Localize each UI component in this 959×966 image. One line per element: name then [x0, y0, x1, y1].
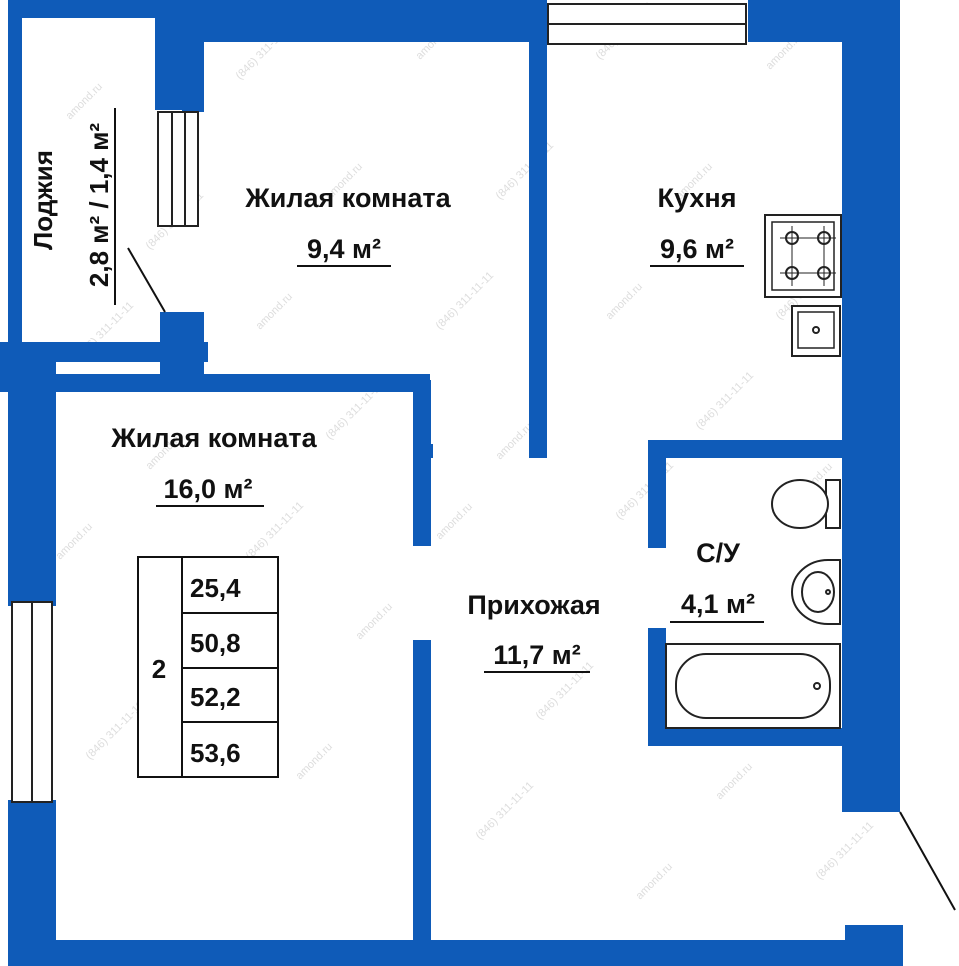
watermark-text: amond.ru [294, 741, 335, 782]
watermark-text: (846) 311-11-11 [84, 700, 147, 763]
watermark-text: (846) 311-11-11 [614, 460, 677, 523]
loggia-area-group: 2,8 м² / 1,4 м² [84, 123, 114, 288]
room-name: Кухня [658, 183, 737, 213]
room-name: Лоджия [28, 150, 58, 250]
watermark-text: amond.ru [634, 861, 675, 902]
wall-bottom [8, 940, 903, 966]
bathtub-icon [665, 643, 841, 729]
area-value: 53,6 [190, 738, 241, 768]
walls [0, 0, 903, 966]
area-total-value: 25,4 [190, 573, 241, 603]
watermark-text: amond.ru [54, 521, 95, 562]
wall-living-hall-upper [413, 380, 431, 546]
area-value: 50,8 [190, 628, 241, 658]
window-icon [11, 601, 53, 803]
wall-right [842, 0, 900, 812]
wall-bathroom-left-upper [648, 440, 666, 548]
wall-bedroom-kitchen [529, 18, 547, 458]
wall-living-hall-lower [413, 640, 431, 966]
watermark-text: amond.ru [604, 281, 645, 322]
rooms-count: 2 [152, 654, 166, 684]
wall-living-top [0, 374, 430, 392]
room-area: 9,6 м² [660, 234, 734, 264]
watermark-text: amond.ru [434, 501, 475, 542]
watermark-text: (846) 311-11-11 [434, 270, 497, 333]
room-area: 4,1 м² [681, 589, 755, 619]
room-name: Прихожая [467, 590, 600, 620]
stove-icon [764, 214, 842, 298]
radiator-icon [157, 111, 199, 227]
wall-bottom-right [845, 925, 903, 966]
watermark-text: (846) 311-11-11 [244, 500, 307, 563]
watermark-text: amond.ru [254, 291, 295, 332]
wall-top-kitchen [748, 0, 858, 42]
kitchen-sink-icon [791, 305, 841, 357]
room-name: Жилая комната [244, 183, 451, 213]
wall-stub [425, 444, 433, 458]
wall-loggia-left [8, 0, 22, 360]
area-value: 52,2 [190, 682, 241, 712]
wall-bedroom-left [182, 42, 204, 112]
watermark-text: (846) 311-11-11 [694, 370, 757, 433]
wall-loggia-top [8, 0, 158, 18]
wall-top-bedroom [155, 0, 547, 42]
loggia-door-swing [127, 247, 166, 313]
window-icon [547, 3, 747, 45]
wall-bathroom-left-lower [648, 628, 666, 746]
room-area: 11,7 м² [493, 640, 581, 670]
washbasin-icon [791, 559, 841, 625]
room-area: 2,8 м² / 1,4 м² [84, 123, 114, 288]
wall-living-left-upper [8, 374, 56, 606]
wall-loggia-bottom [8, 342, 208, 362]
watermark-text: (846) 311-11-11 [814, 820, 877, 883]
watermark-text: amond.ru [714, 761, 755, 802]
room-area: 9,4 м² [307, 234, 381, 264]
room-area: 16,0 м² [163, 474, 252, 504]
room-name: Жилая комната [110, 423, 317, 453]
wall-bathroom-bottom [648, 728, 858, 746]
toilet-icon [771, 479, 841, 529]
wall-bathroom-top [648, 440, 858, 458]
watermark-text: (846) 311-11-11 [474, 780, 537, 843]
entrance-door-swing [899, 811, 956, 911]
loggia-name-group: Лоджия [28, 150, 58, 250]
watermark-text: amond.ru [354, 601, 395, 642]
room-name: С/У [696, 538, 741, 568]
wall-living-left-lower [8, 800, 56, 966]
area-table [137, 556, 279, 778]
watermark-text: amond.ru [64, 81, 105, 122]
watermark-text: amond.ru [494, 421, 535, 462]
